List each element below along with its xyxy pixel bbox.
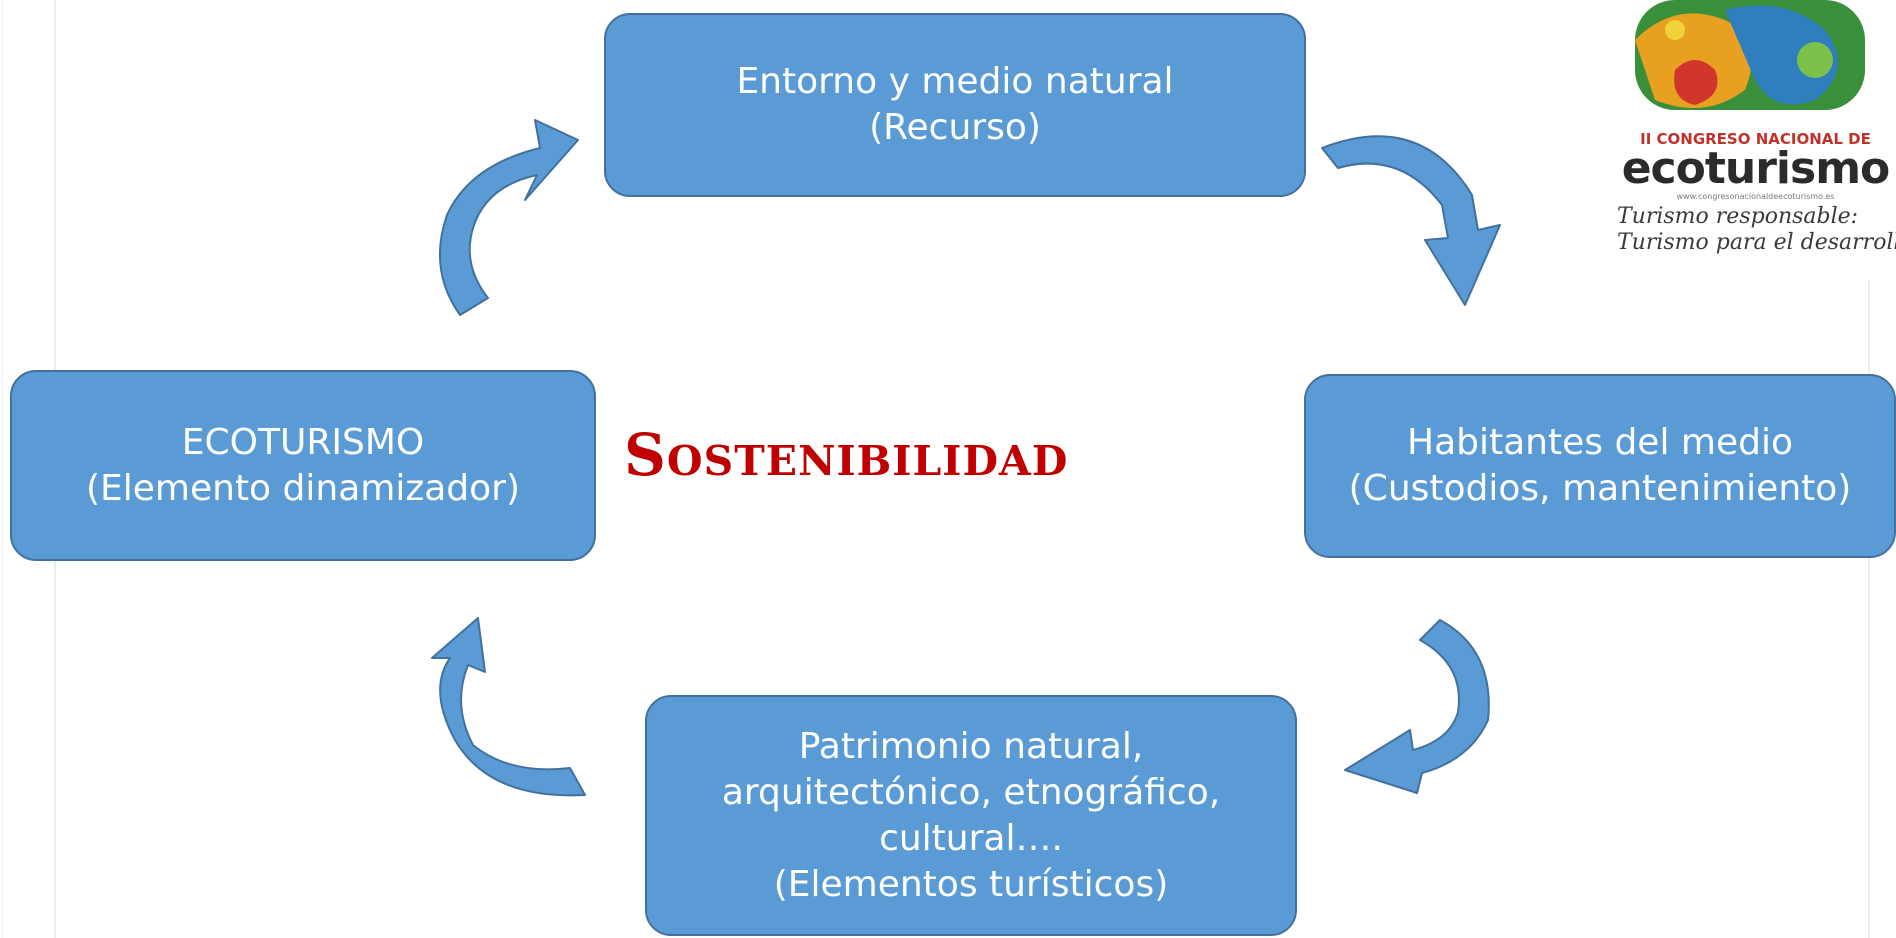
logo-tagline-2: Turismo para el desarrollo <box>1617 230 1896 255</box>
box-heritage-line3: cultural…. <box>879 817 1063 859</box>
box-inhabitants-line2: (Custodios, mantenimiento) <box>1348 468 1852 509</box>
center-title-sustainability: Sostenibilidad <box>624 421 1069 489</box>
logo-artwork-icon <box>1635 0 1865 110</box>
box-heritage: Patrimonio natural, arquitectónico, etno… <box>645 695 1297 936</box>
arrow-top-right <box>1321 135 1501 306</box>
box-heritage-line1: Patrimonio natural, <box>798 725 1144 767</box>
box-heritage-line2: arquitectónico, etnográfico, <box>721 771 1221 813</box>
box-heritage-line4: (Elementos turísticos) <box>773 863 1169 905</box>
box-inhabitants: Habitantes del medio (Custodios, manteni… <box>1304 374 1896 558</box>
box-environment-line2: (Recurso) <box>869 107 1041 148</box>
arrow-bottom-left <box>431 617 586 797</box>
logo-congress-line: II CONGRESO NACIONAL DE <box>1640 130 1871 148</box>
arrow-bottom-right <box>1344 619 1490 794</box>
box-inhabitants-line1: Habitantes del medio <box>1407 422 1793 463</box>
congress-logo: II CONGRESO NACIONAL DE ecoturismo www.c… <box>1555 0 1896 280</box>
box-ecotourism: ECOTURISMO (Elemento dinamizador) <box>10 370 596 561</box>
logo-url: www.congresonacionaldeecoturismo.es <box>1676 192 1835 201</box>
box-environment: Entorno y medio natural (Recurso) <box>604 13 1306 197</box>
box-ecotourism-line1: ECOTURISMO <box>181 421 425 463</box>
logo-tagline-1: Turismo responsable: <box>1617 204 1859 229</box>
box-environment-line1: Entorno y medio natural <box>736 61 1174 102</box>
logo-ecoturismo-word: ecoturismo <box>1621 143 1891 194</box>
box-ecotourism-line2: (Elemento dinamizador) <box>85 467 521 509</box>
slide-border-right <box>1868 280 1870 938</box>
arrow-top-left <box>438 119 579 316</box>
slide-edge-line <box>2 0 3 938</box>
